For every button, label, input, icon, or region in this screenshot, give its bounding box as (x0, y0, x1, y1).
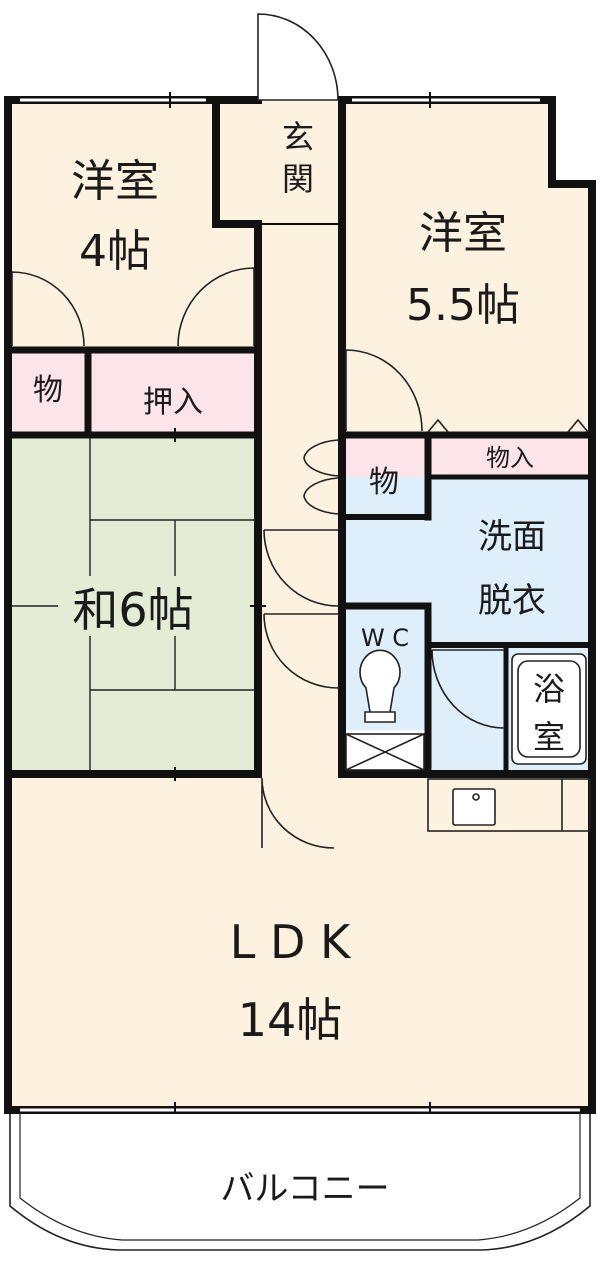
room-a-door-right (177, 267, 255, 347)
storage-right-floor (428, 435, 592, 477)
toilet-label: W C (361, 624, 409, 652)
washroom-door (431, 649, 505, 729)
bathtub-inner (517, 660, 581, 758)
closet-hinge-right (567, 418, 589, 433)
western-room-a-name: 洋室 (71, 156, 159, 207)
entrance-wall (212, 96, 262, 228)
doors (11, 13, 589, 849)
western-room-a-size: 4帖 (79, 226, 151, 277)
western-room-b-floor (342, 100, 592, 433)
entrance-floor (216, 100, 342, 224)
ldk-floor (8, 774, 592, 1110)
bath-label-1: 浴 (533, 670, 565, 708)
entrance-label-1: 玄 (282, 118, 314, 156)
toilet-icon (359, 649, 401, 723)
kitchen-sink-icon (452, 788, 496, 826)
ldk-name: L D K (230, 915, 352, 969)
japanese-label-bg (58, 576, 208, 636)
western-room-b-size: 5.5帖 (406, 280, 520, 331)
storage-mid-door (303, 439, 339, 515)
japanese-door-lower (263, 613, 339, 689)
closet-floor (88, 350, 258, 435)
storage-left-label: 物 (33, 373, 63, 408)
washroom-label-1: 洗面 (478, 517, 546, 557)
entrance-door (257, 13, 339, 101)
windows (20, 98, 580, 1112)
labels: 洋室 4帖 玄 関 洋室 5.5帖 物 押入 物 物入 洗面 脱衣 和6帖 W … (33, 118, 565, 1209)
japanese-room-label: 和6帖 (72, 583, 193, 637)
corridor-floor (258, 224, 342, 774)
floor-fills (8, 100, 592, 1110)
fixtures (345, 649, 591, 832)
storage-right-label: 物入 (486, 444, 534, 472)
room-a-door-left (11, 271, 85, 347)
ldk-size: 14帖 (238, 993, 343, 1047)
western-room-b-name: 洋室 (419, 208, 507, 259)
entrance-label-2: 関 (282, 160, 314, 198)
bath-label-2: 室 (533, 718, 565, 756)
kitchen-counter (427, 778, 591, 832)
walls (4, 96, 596, 1114)
closet-hinge-left (427, 418, 449, 433)
closet-label: 押入 (143, 385, 203, 420)
room-b-door (345, 349, 423, 432)
balcony-outline (9, 1114, 591, 1251)
washroom-label-2: 脱衣 (478, 581, 546, 621)
balcony-label: バルコニー (220, 1169, 389, 1209)
japanese-door-upper (263, 529, 339, 607)
storage-left-floor (8, 350, 88, 435)
window-ticks (169, 92, 431, 1118)
ldk-door (261, 777, 335, 849)
storage-mid-label: 物 (369, 465, 399, 500)
balcony (9, 1114, 591, 1251)
